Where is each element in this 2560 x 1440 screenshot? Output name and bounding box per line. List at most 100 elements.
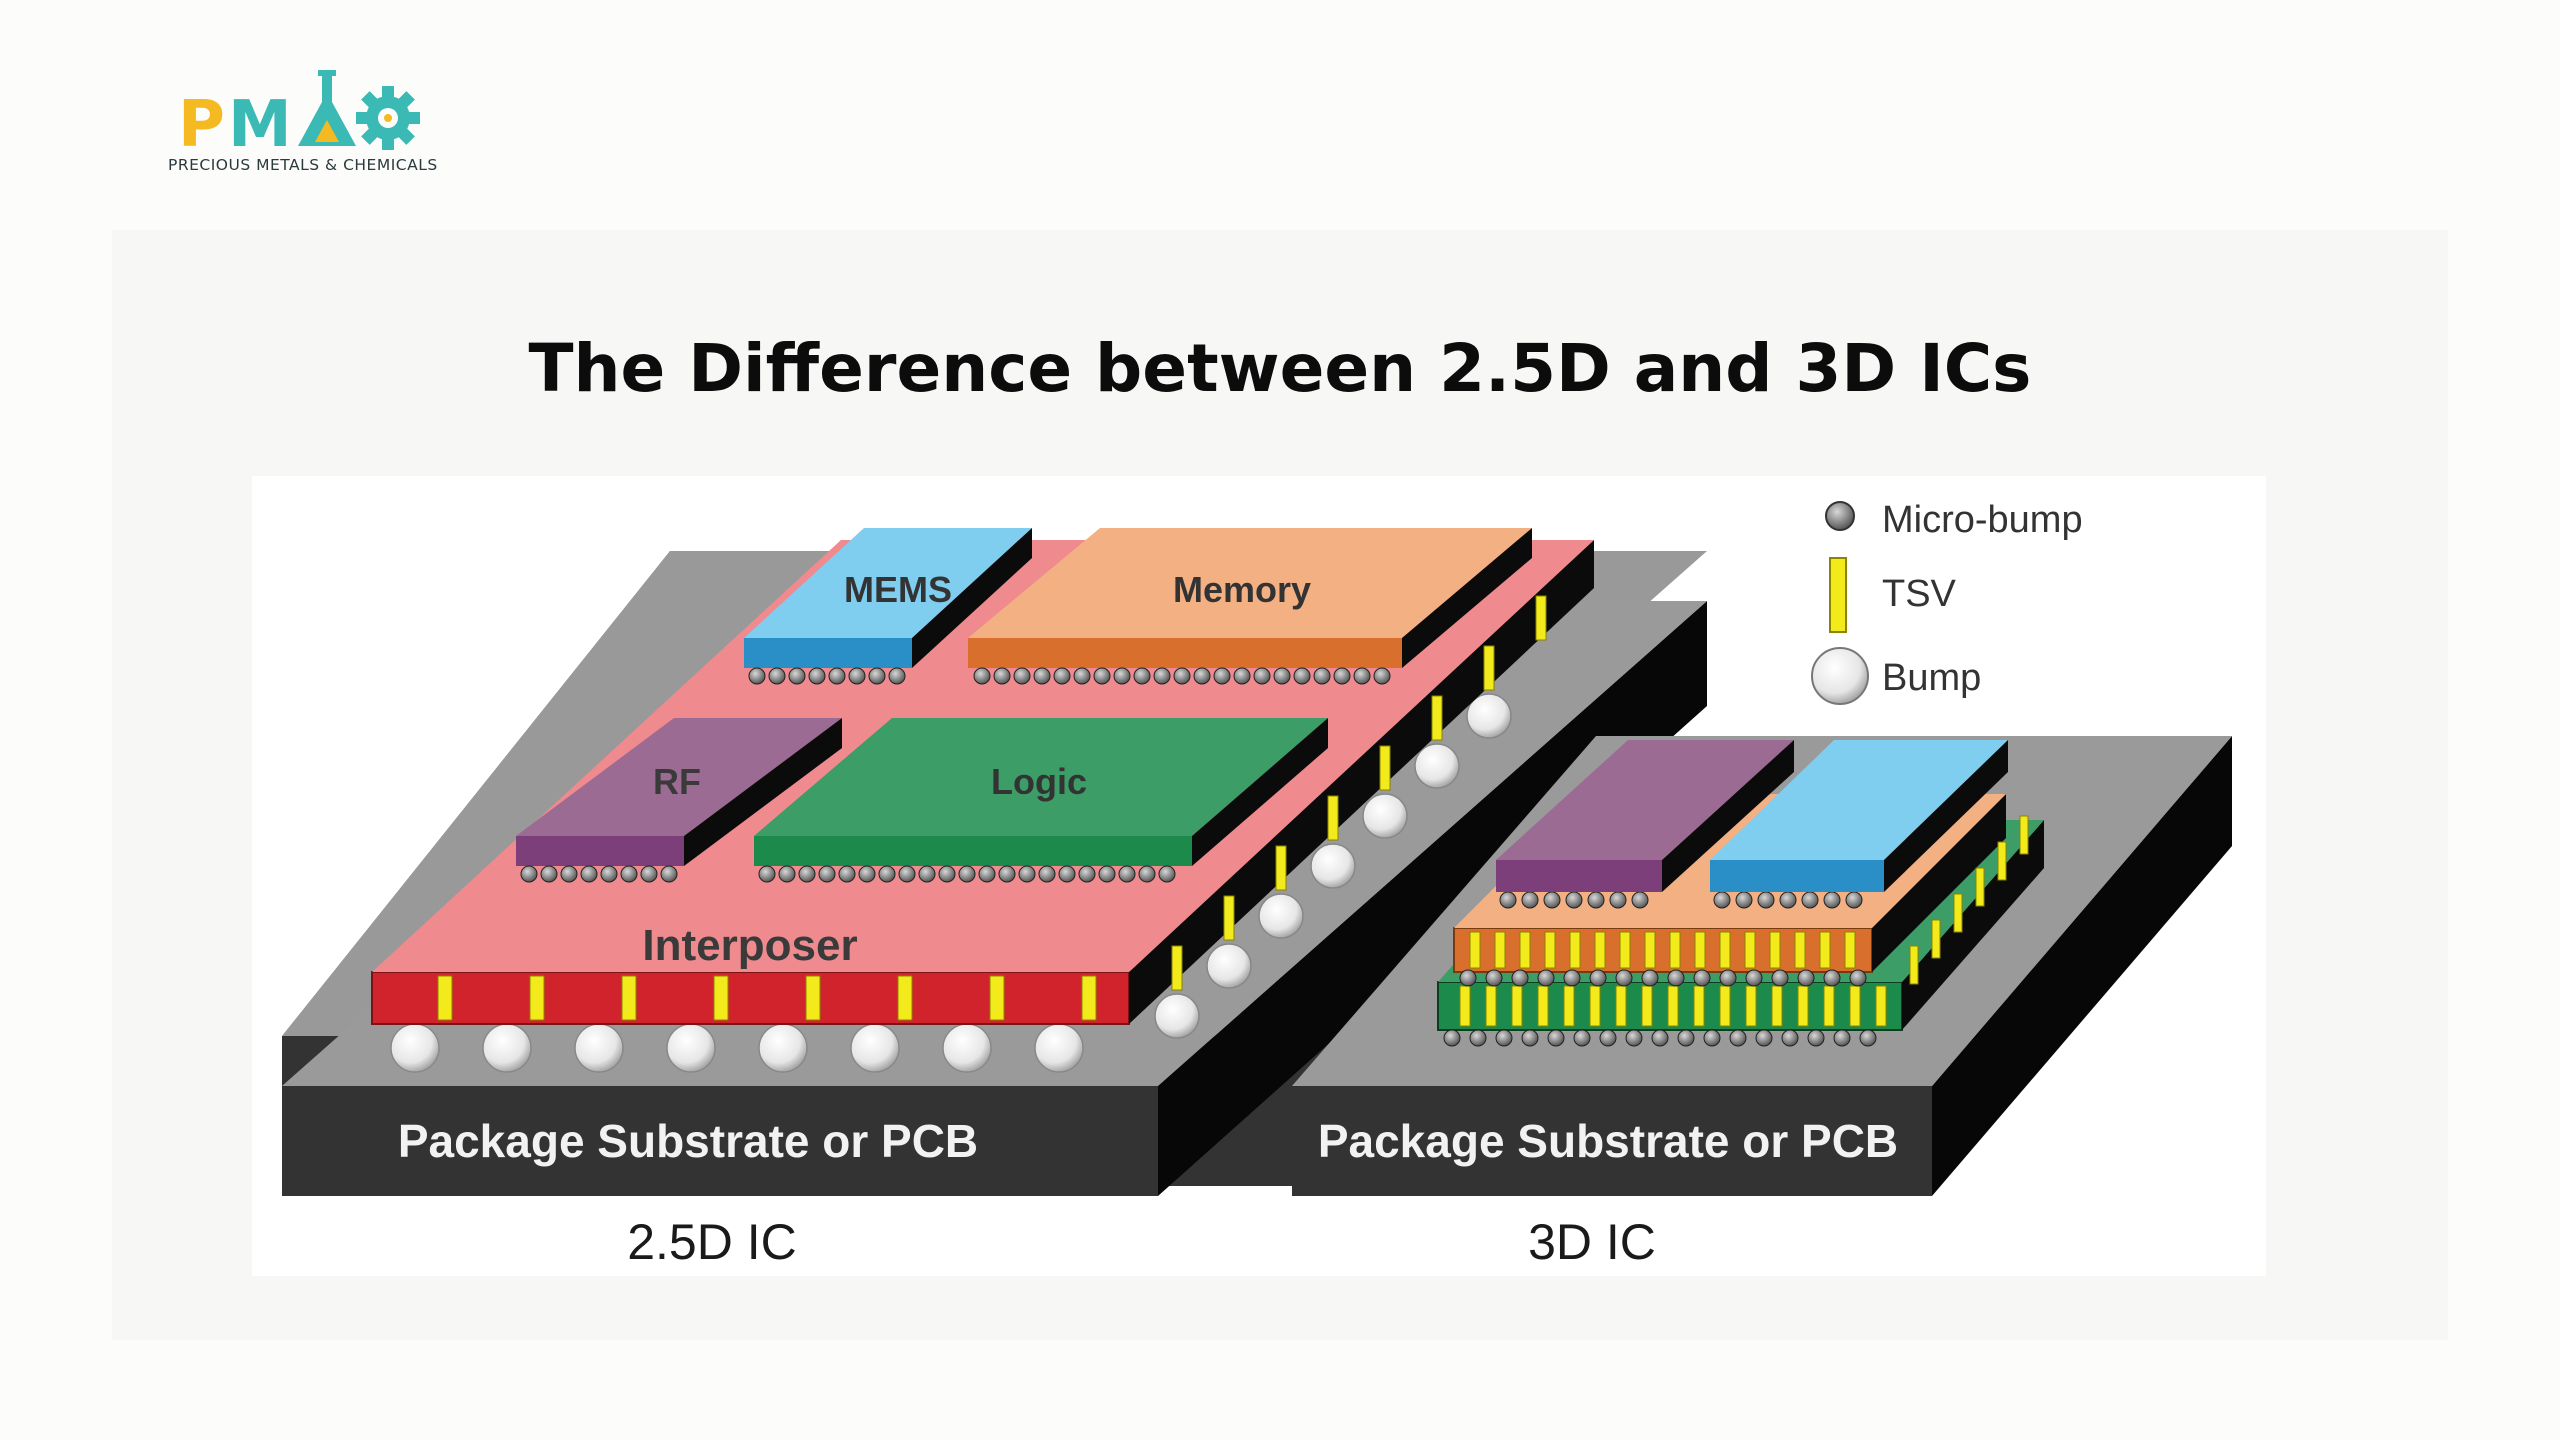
tsv (1693, 985, 1705, 1027)
tsv (1569, 931, 1581, 969)
micro-bumps-3d (1443, 891, 1877, 1047)
micro-bump (1173, 667, 1191, 685)
micro-bump (808, 667, 826, 685)
gear-icon (356, 86, 420, 150)
micro-bump (1098, 865, 1116, 883)
legend-bump: Bump (1811, 647, 1981, 705)
tsv (1537, 985, 1549, 1027)
micro-bump (848, 667, 866, 685)
tsv (1081, 975, 1097, 1021)
micro-bump (1313, 667, 1331, 685)
tsv (1459, 985, 1471, 1027)
micro-bump (1609, 891, 1627, 909)
bump (574, 1023, 624, 1073)
tsv (1589, 985, 1601, 1027)
bump-icon (1811, 647, 1869, 705)
logo-tagline: PRECIOUS METALS & CHEMICALS (168, 156, 438, 174)
bump (1154, 993, 1200, 1039)
micro-bump (958, 865, 976, 883)
legend-micro-bump: Micro-bump (1825, 499, 2083, 541)
tsv (621, 975, 637, 1021)
tsv (529, 975, 545, 1021)
ic-comparison-diagram: Package Substrate or PCB Interposer MEMS (252, 476, 2266, 1276)
micro-bump (998, 865, 1016, 883)
tsv (1931, 919, 1941, 959)
micro-bump (1703, 1029, 1721, 1047)
micro-bump (1713, 891, 1731, 909)
micro-bump (1118, 865, 1136, 883)
tsv (1483, 645, 1495, 691)
tsv (1619, 931, 1631, 969)
tsv (1953, 893, 1963, 933)
micro-bump (1615, 969, 1633, 987)
micro-bumps-25d (520, 667, 1391, 883)
tsv (2019, 815, 2029, 855)
micro-bump (1565, 891, 1583, 909)
tsv (989, 975, 1005, 1021)
bump (1362, 793, 1408, 839)
micro-bump (1138, 865, 1156, 883)
micro-bump (1677, 1029, 1695, 1047)
caption-25d: 2.5D IC (627, 1214, 797, 1270)
tsv (1823, 985, 1835, 1027)
tsv (1431, 695, 1443, 741)
micro-bump (1253, 667, 1271, 685)
bump (482, 1023, 532, 1073)
page-title: The Difference between 2.5D and 3D ICs (528, 330, 2032, 407)
micro-bump (1859, 1029, 1877, 1047)
micro-bump (1469, 1029, 1487, 1047)
micro-bump (1845, 891, 1863, 909)
tsv (1511, 985, 1523, 1027)
micro-bump (1641, 969, 1659, 987)
tsv (1794, 931, 1806, 969)
legend-tsv: TSV (1829, 557, 1957, 633)
interposer-label: Interposer (642, 921, 857, 970)
caption-3d: 3D IC (1528, 1214, 1656, 1270)
micro-bump (1651, 1029, 1669, 1047)
tsv (1379, 745, 1391, 791)
micro-bump (1521, 891, 1539, 909)
tsv (1769, 931, 1781, 969)
logo-letter-m: M (228, 88, 292, 152)
tsv (1594, 931, 1606, 969)
micro-bump (1373, 667, 1391, 685)
micro-bump (1153, 667, 1171, 685)
bump (850, 1023, 900, 1073)
tsv (1223, 895, 1235, 941)
legend-tsv-label: TSV (1882, 573, 1957, 615)
tsv (1519, 931, 1531, 969)
micro-bump (1093, 667, 1111, 685)
tsv (1997, 841, 2007, 881)
micro-bump (973, 667, 991, 685)
substrate-25d-label: Package Substrate or PCB (398, 1115, 978, 1167)
tsv (1694, 931, 1706, 969)
chip-mems-label: MEMS (844, 569, 952, 610)
tsv (1641, 985, 1653, 1027)
micro-bump (1537, 969, 1555, 987)
micro-bump (978, 865, 996, 883)
micro-bump (1485, 969, 1503, 987)
chip-mems: MEMS (744, 528, 1032, 668)
micro-bump (1521, 1029, 1539, 1047)
bump (390, 1023, 440, 1073)
tsv (1535, 595, 1547, 641)
pmac-logo[interactable]: P M PRECIOUS METALS & CHEMICALS (160, 62, 460, 182)
bump (942, 1023, 992, 1073)
micro-bump (1543, 891, 1561, 909)
legend: Micro-bump TSV Bump (1811, 499, 2083, 705)
micro-bump (1693, 969, 1711, 987)
micro-bump (1849, 969, 1867, 987)
bump (1414, 743, 1460, 789)
die-3d-top-blue (1710, 740, 2008, 892)
micro-bump (918, 865, 936, 883)
micro-bump (1547, 1029, 1565, 1047)
tsv (1544, 931, 1556, 969)
chip-rf-label: RF (653, 761, 701, 802)
micro-bump (778, 865, 796, 883)
tsv (1644, 931, 1656, 969)
micro-bump (1053, 667, 1071, 685)
micro-bump (1499, 891, 1517, 909)
micro-bump (898, 865, 916, 883)
micro-bump (1823, 969, 1841, 987)
bump (1258, 893, 1304, 939)
